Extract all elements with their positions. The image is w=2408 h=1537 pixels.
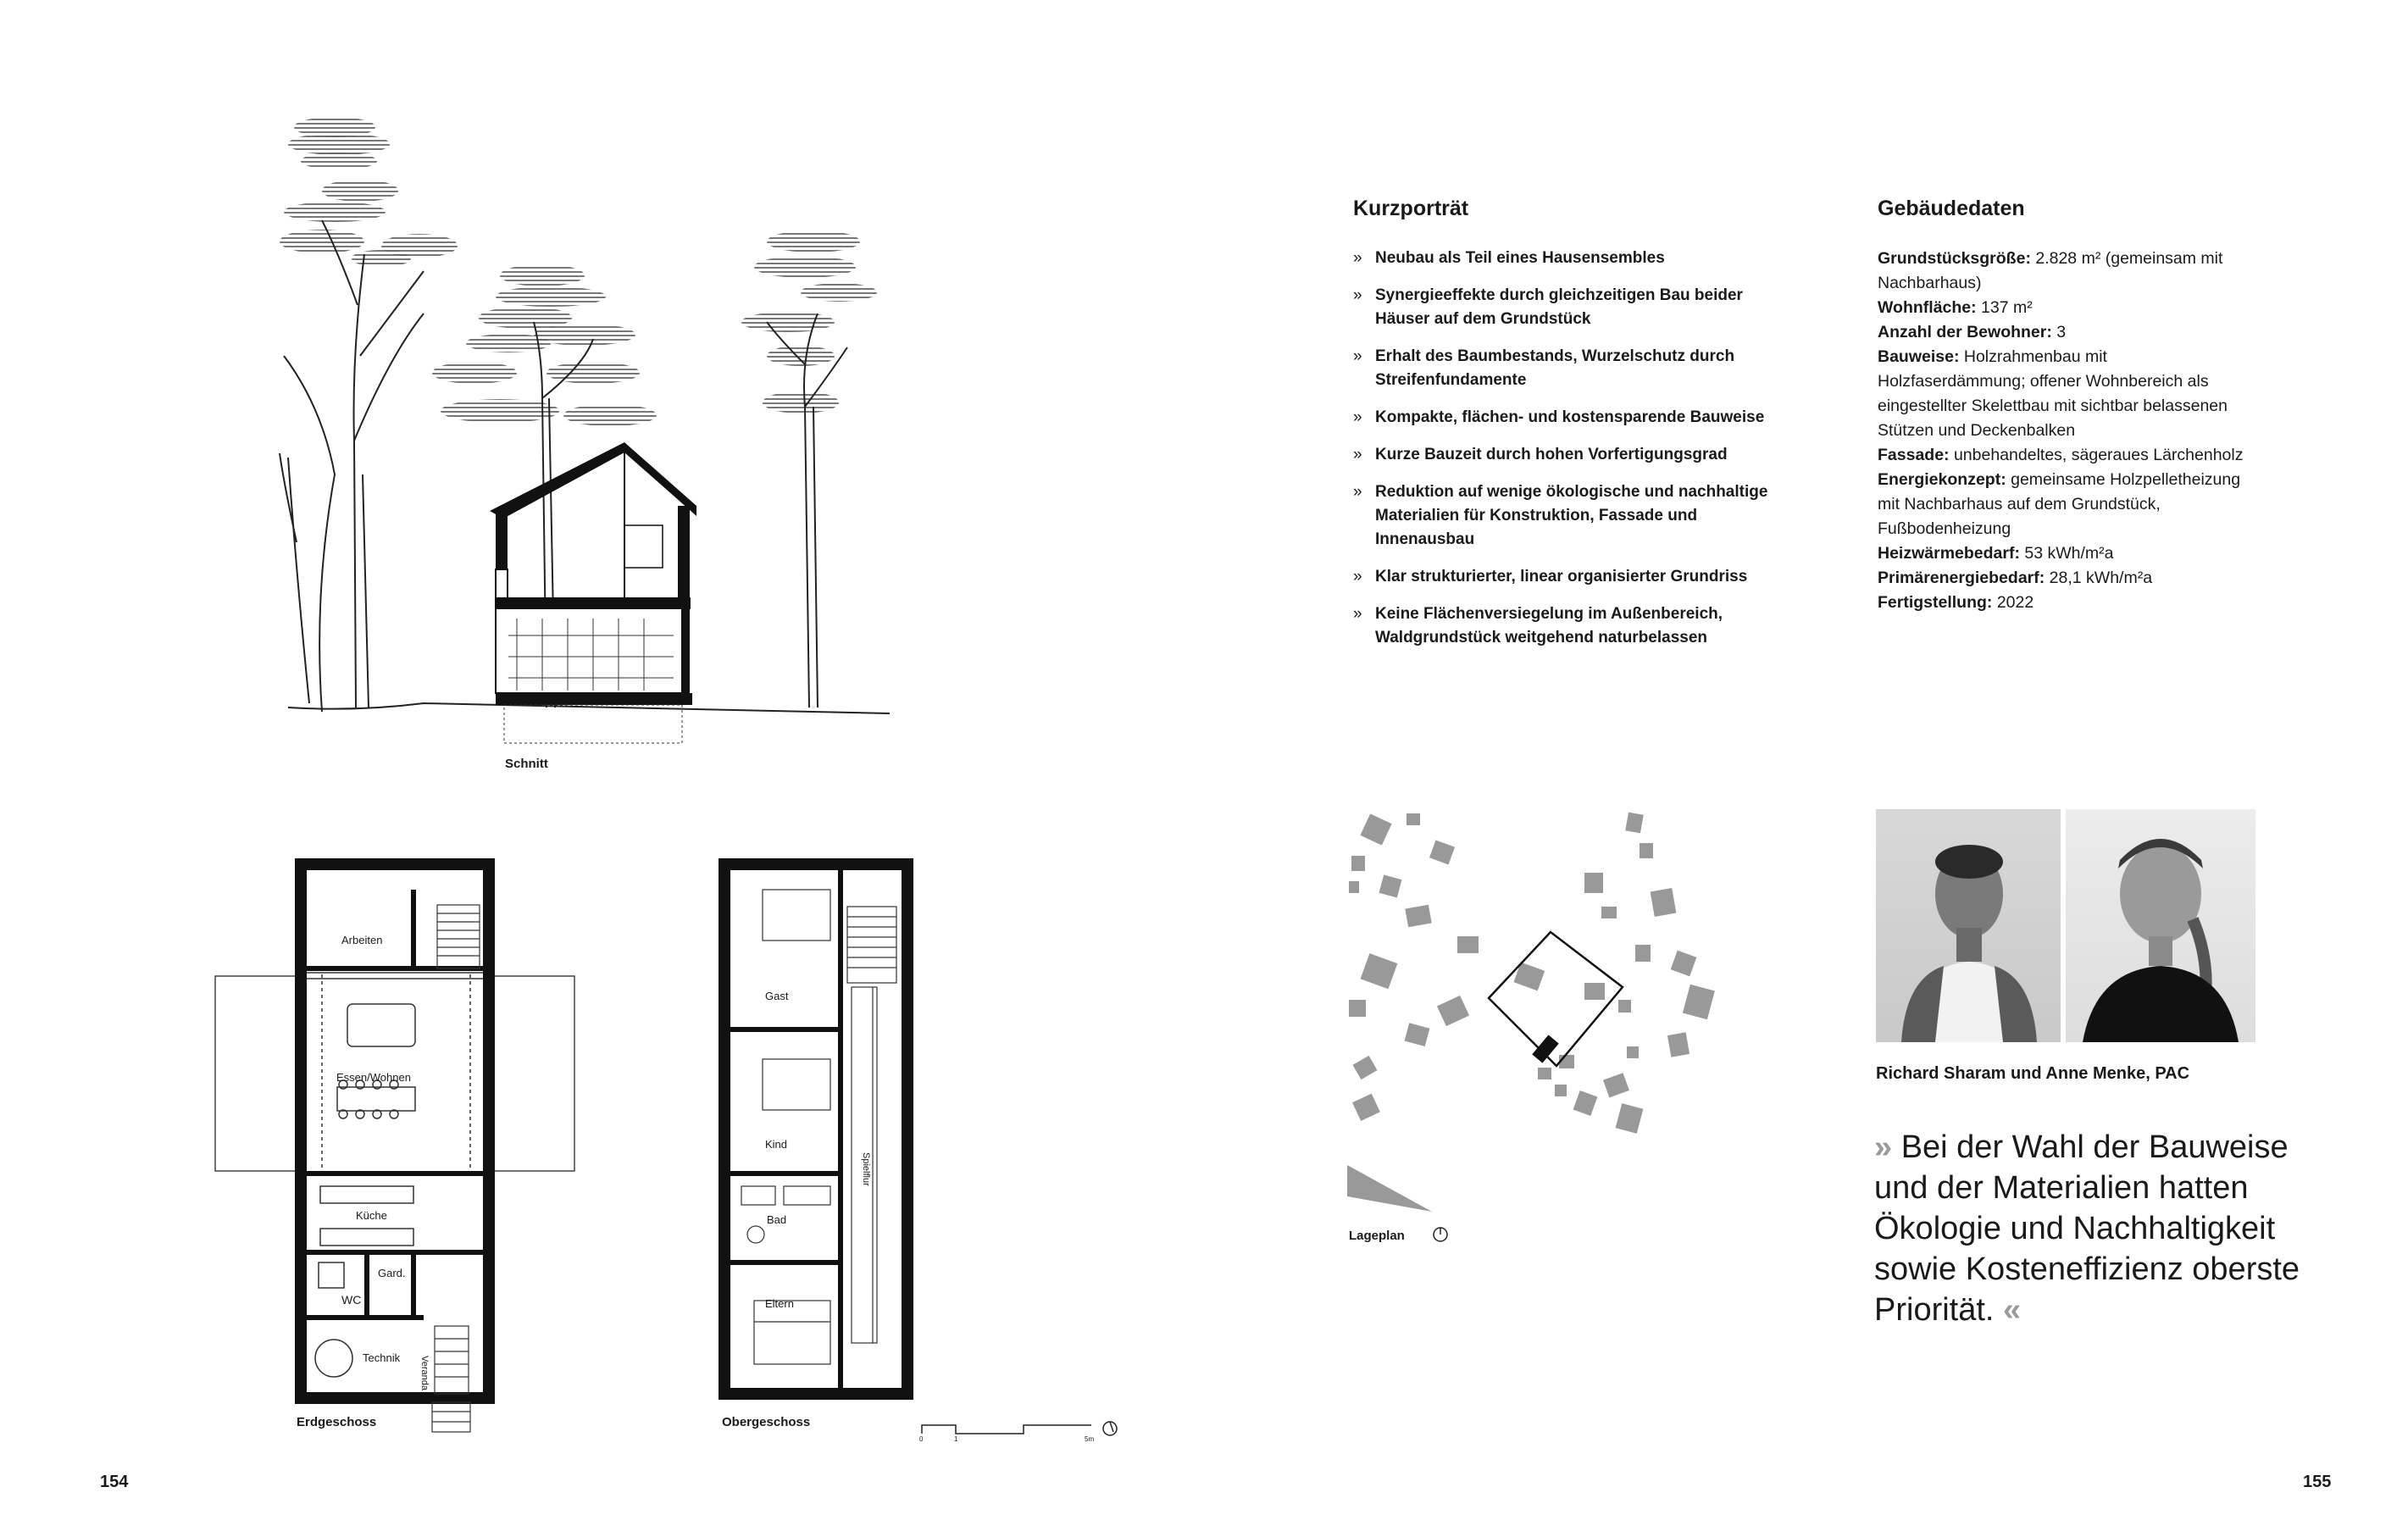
fact-row: Fassade: unbehandeltes, sägeraues Lärche… bbox=[1878, 446, 2244, 464]
room-wc: WC bbox=[341, 1293, 362, 1307]
list-item: Erhalt des Baumbestands, Wurzelschutz du… bbox=[1353, 345, 1777, 392]
portrait-caption: Richard Sharam und Anne Menke, PAC bbox=[1876, 1064, 2190, 1083]
portrait-anne-menke bbox=[2066, 809, 2255, 1042]
room-veranda: Veranda bbox=[419, 1356, 430, 1390]
kurzportraet-list: Neubau als Teil eines Hausensembles Syne… bbox=[1353, 247, 1777, 650]
list-item: Klar strukturierter, linear organisierte… bbox=[1353, 565, 1777, 589]
ground-line bbox=[287, 702, 891, 714]
kurzportraet-title: Kurzporträt bbox=[1353, 197, 1469, 220]
gebaeudedaten-title: Gebäudedaten bbox=[1878, 197, 2025, 220]
quote-open-mark: » bbox=[1874, 1129, 1893, 1165]
room-bad: Bad bbox=[767, 1213, 787, 1226]
list-item: Reduktion auf wenige ökologische und nac… bbox=[1353, 480, 1777, 552]
scale-mid: 1 bbox=[954, 1435, 958, 1443]
fact-row: Heizwärmebedarf: 53 kWh/m²a bbox=[1878, 544, 2114, 563]
fact-row: Grundstücksgröße: 2.828 m² (gemeinsam mi… bbox=[1878, 249, 2223, 292]
ground-floor-label: Erdgeschoss bbox=[297, 1415, 377, 1429]
upper-floor-label: Obergeschoss bbox=[722, 1415, 811, 1429]
page-number-left: 154 bbox=[100, 1473, 129, 1491]
section-label: Schnitt bbox=[505, 757, 548, 771]
list-item: Synergieeffekte durch gleichzeitigen Bau… bbox=[1353, 284, 1777, 331]
room-arbeiten: Arbeiten bbox=[341, 934, 383, 946]
scale-end: 5m bbox=[1085, 1435, 1095, 1443]
fact-row: Energiekonzept: gemeinsame Holzpellethei… bbox=[1878, 470, 2241, 538]
list-item: Keine Flächenversiegelung im Außenbereic… bbox=[1353, 602, 1777, 650]
tree-trunks bbox=[279, 219, 848, 713]
room-eltern: Eltern bbox=[765, 1297, 794, 1310]
gebaeudedaten-list: Grundstücksgröße: 2.828 m² (gemeinsam mi… bbox=[1878, 247, 2259, 615]
quote-close-mark: « bbox=[2003, 1292, 2022, 1328]
tree-crowns bbox=[280, 117, 877, 426]
room-essen-wohnen: Essen/Wohnen bbox=[336, 1071, 411, 1084]
room-technik: Technik bbox=[363, 1351, 401, 1364]
list-item: Kompakte, flächen- und kostensparende Ba… bbox=[1353, 406, 1777, 430]
north-arrow-icon bbox=[1102, 1421, 1118, 1436]
gebaeudedaten-section: Gebäudedaten Grundstücksgröße: 2.828 m² … bbox=[1878, 197, 2259, 615]
fact-row: Anzahl der Bewohner: 3 bbox=[1878, 323, 2067, 341]
room-kueche: Küche bbox=[356, 1209, 387, 1222]
pull-quote: » Bei der Wahl der Bauweise und der Mate… bbox=[1874, 1127, 2349, 1330]
list-item: Neubau als Teil eines Hausensembles bbox=[1353, 247, 1777, 270]
fact-row: Wohnfläche: 137 m² bbox=[1878, 298, 2033, 317]
room-kind: Kind bbox=[765, 1138, 788, 1151]
portrait-richard-sharam bbox=[1876, 809, 2061, 1042]
page-number-right: 155 bbox=[2303, 1473, 2332, 1491]
scale-start: 0 bbox=[919, 1435, 924, 1443]
north-arrow-icon bbox=[1433, 1227, 1448, 1242]
fact-row: Primärenergiebedarf: 28,1 kWh/m²a bbox=[1878, 569, 2153, 587]
room-gast: Gast bbox=[765, 990, 789, 1002]
fact-row: Bauweise: Holzrahmenbau mit Holzfaserdäm… bbox=[1878, 347, 2228, 440]
site-plan bbox=[1347, 812, 1715, 1212]
quote-text: Bei der Wahl der Bauweise und der Materi… bbox=[1874, 1129, 2300, 1328]
house-section bbox=[490, 442, 696, 744]
kurzportraet-section: Kurzporträt Neubau als Teil eines Hausen… bbox=[1353, 197, 1777, 663]
list-item: Kurze Bauzeit durch hohen Vorfertigungsg… bbox=[1353, 443, 1777, 467]
fact-row: Fertigstellung: 2022 bbox=[1878, 593, 2034, 612]
room-gard: Gard. bbox=[378, 1267, 406, 1279]
site-plan-label: Lageplan bbox=[1349, 1229, 1405, 1243]
room-spielflur: Spielflur bbox=[861, 1152, 871, 1186]
